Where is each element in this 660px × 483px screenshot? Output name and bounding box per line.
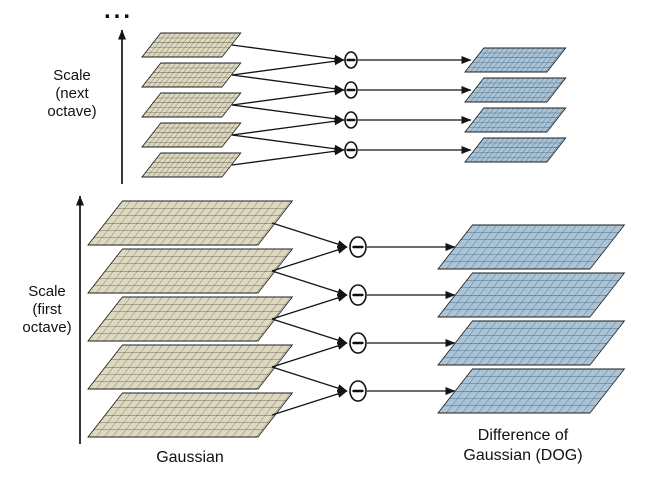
- gaussian-plane: [141, 92, 242, 118]
- dog-plane: [464, 107, 567, 133]
- dog-plane: [437, 224, 626, 270]
- minus-icon: [349, 236, 367, 258]
- dog-plane: [464, 47, 567, 73]
- arrow-gaussian-to-minus: [231, 134, 345, 153]
- gaussian-plane: [87, 344, 294, 390]
- arrow-gaussian-to-minus: [231, 117, 345, 136]
- scale-next-octave-label-line3: octave): [47, 103, 96, 120]
- gaussian-plane: [141, 62, 242, 88]
- dog-plane: [437, 368, 626, 414]
- arrow-gaussian-to-minus: [271, 294, 348, 320]
- scale-next-octave-label-line1: Scale: [53, 67, 91, 84]
- dog-column-caption-line1: Difference of: [478, 427, 569, 444]
- arrow-gaussian-to-minus: [271, 390, 348, 416]
- arrow-gaussian-to-minus: [231, 87, 345, 106]
- arrow-gaussian-to-minus: [271, 342, 348, 368]
- gaussian-plane: [141, 32, 242, 58]
- arrow-gaussian-to-minus: [231, 104, 345, 123]
- minus-icon: [349, 380, 367, 402]
- gaussian-plane: [87, 296, 294, 342]
- dog-column-caption-line2: Gaussian (DOG): [463, 447, 582, 464]
- minus-icon: [344, 141, 358, 159]
- dog-plane: [437, 320, 626, 366]
- gaussian-plane: [141, 122, 242, 148]
- dog-plane: [464, 77, 567, 103]
- arrow-gaussian-to-minus: [271, 222, 348, 248]
- arrow-gaussian-to-minus: [231, 44, 345, 63]
- gaussian-plane: [87, 248, 294, 294]
- arrow-gaussian-to-minus: [231, 74, 345, 93]
- gaussian-plane: [141, 152, 242, 178]
- dog-plane: [464, 137, 567, 163]
- arrow-gaussian-to-minus: [271, 270, 348, 296]
- arrow-gaussian-to-minus: [231, 147, 345, 166]
- arrow-gaussian-to-minus: [231, 57, 345, 76]
- gaussian-column-caption: Gaussian: [156, 449, 224, 466]
- more-octaves-ellipsis: ...: [104, 0, 133, 24]
- scale-first-octave-label-line3: octave): [22, 319, 71, 336]
- minus-icon: [344, 51, 358, 69]
- minus-icon: [349, 284, 367, 306]
- minus-icon: [349, 332, 367, 354]
- arrow-gaussian-to-minus: [271, 366, 348, 392]
- scale-next-octave-label-line2: (next: [55, 85, 89, 102]
- minus-icon: [344, 111, 358, 129]
- arrow-gaussian-to-minus: [271, 318, 348, 344]
- gaussian-plane: [87, 200, 294, 246]
- minus-icon: [344, 81, 358, 99]
- scale-first-octave-label-line1: Scale: [28, 283, 66, 300]
- octave-next: ... Scale (next octave): [47, 0, 567, 184]
- arrow-gaussian-to-minus: [271, 246, 348, 272]
- scale-first-octave-label-line2: (first: [32, 301, 62, 318]
- octave-first: Scale (first octave): [22, 195, 626, 444]
- gaussian-plane: [87, 392, 294, 438]
- dog-plane: [437, 272, 626, 318]
